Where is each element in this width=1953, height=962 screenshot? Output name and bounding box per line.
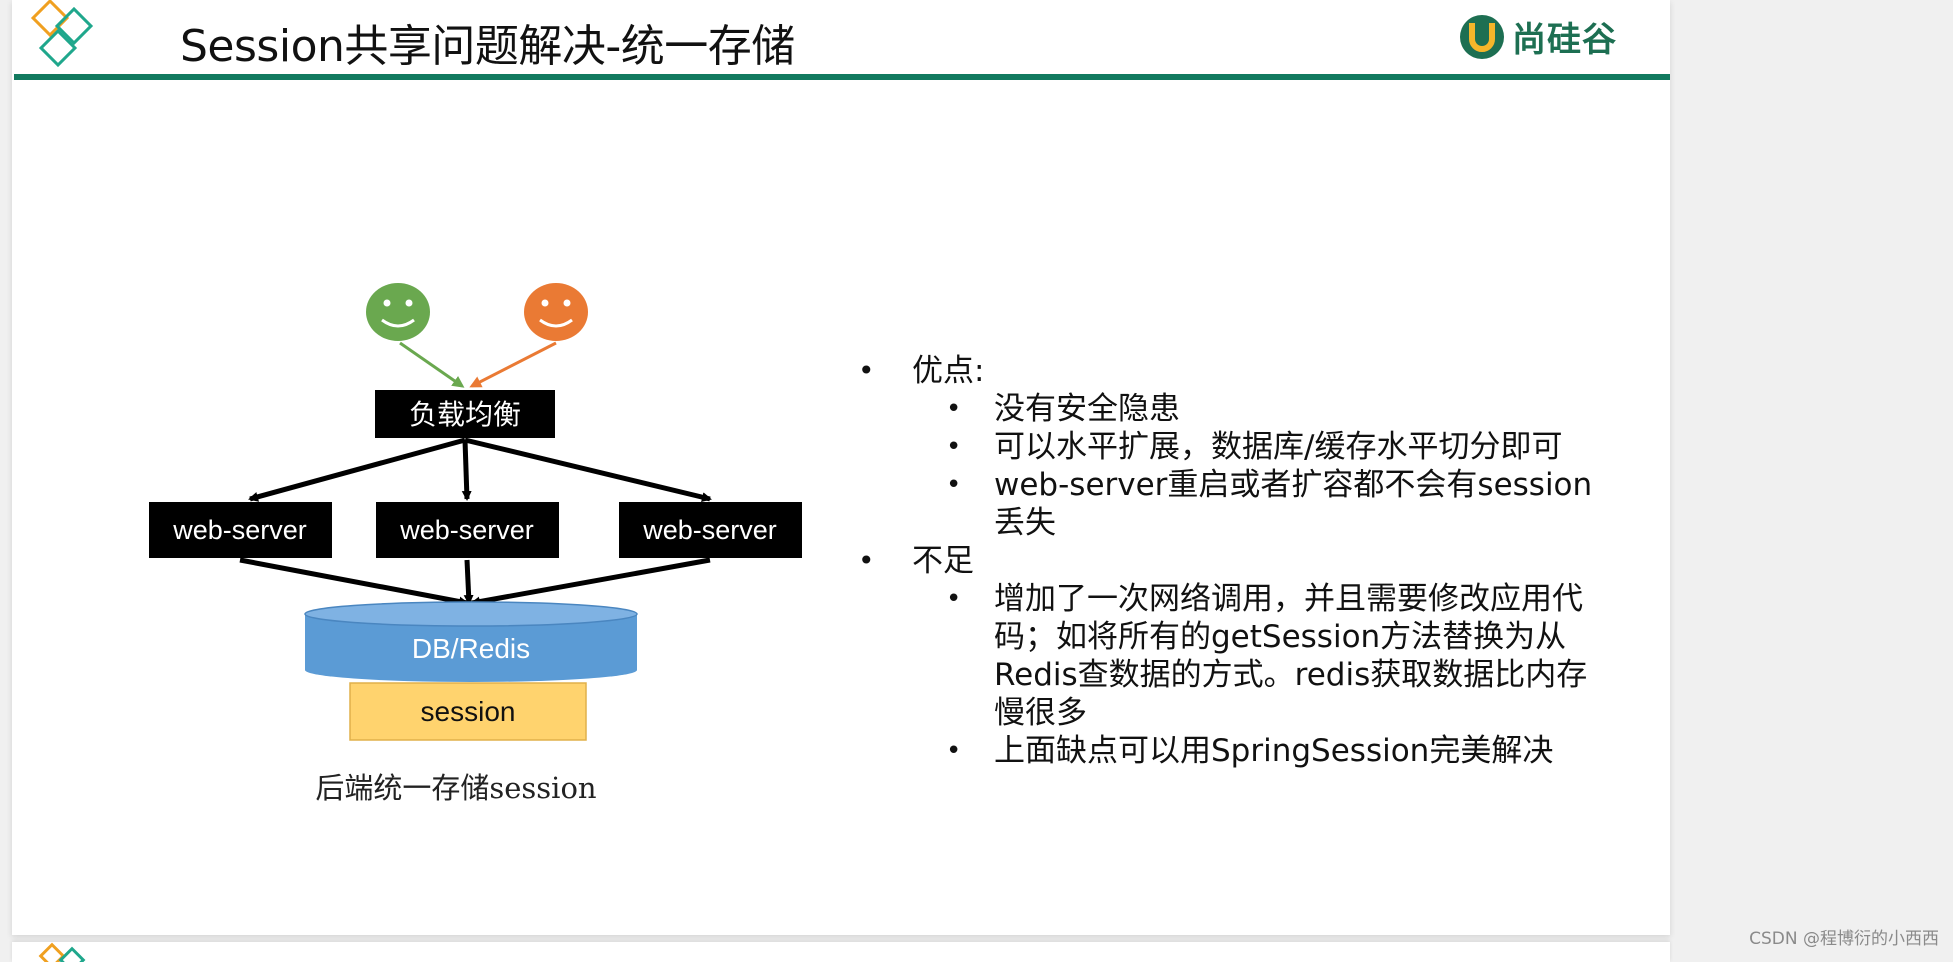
arrow-user-green-to-lb — [399, 341, 465, 388]
pros-item: 没有安全隐患 — [858, 390, 1598, 428]
diagram-caption: 后端统一存储session — [315, 771, 596, 805]
web-server-box-2: web-server — [376, 502, 559, 558]
pros-heading: 优点: — [858, 352, 1598, 390]
architecture-diagram: 负载均衡 web-server web-server web-server DB… — [149, 283, 802, 805]
next-slide-edge — [12, 942, 1670, 962]
load-balancer-box: 负载均衡 — [375, 390, 555, 438]
brand-name: 尚硅谷 — [1512, 20, 1617, 60]
brand-logo: 尚硅谷 — [1458, 12, 1617, 61]
web-server-label: web-server — [642, 515, 777, 545]
arrow-server-2-to-db — [463, 559, 474, 605]
web-server-label: web-server — [399, 515, 534, 545]
brand-u-icon — [1460, 14, 1504, 59]
arrow-lb-to-server-1 — [248, 437, 466, 502]
slide-title: Session共享问题解决-统一存储 — [180, 21, 795, 72]
arrow-user-orange-to-lb — [469, 341, 557, 388]
web-server-box-1: web-server — [149, 502, 332, 558]
web-server-label: web-server — [172, 515, 307, 545]
user-smiley-orange-icon — [524, 283, 588, 341]
csdn-watermark: CSDN @程博衍的小西西 — [1749, 929, 1939, 949]
pros-item: web-server重启或者扩容都不会有session丢失 — [858, 466, 1598, 542]
corner-diamond-logo — [30, 0, 94, 68]
bullet-list: 优点: 没有安全隐患 可以水平扩展，数据库/缓存水平切分即可 web-serve… — [858, 352, 1598, 770]
slide: Session共享问题解决-统一存储 尚硅谷 — [12, 0, 1670, 935]
cons-item: 上面缺点可以用SpringSession完美解决 — [858, 732, 1598, 770]
pros-item: 可以水平扩展，数据库/缓存水平切分即可 — [858, 428, 1598, 466]
user-smiley-green-icon — [366, 283, 430, 341]
arrow-lb-to-server-2 — [461, 439, 472, 501]
corner-diamond-logo — [38, 942, 86, 962]
web-server-box-3: web-server — [619, 502, 802, 558]
arrow-server-3-to-db — [470, 557, 711, 607]
session-box: session — [349, 682, 587, 741]
database-label: DB/Redis — [412, 633, 530, 664]
arrow-server-1-to-db — [239, 557, 469, 607]
load-balancer-label: 负载均衡 — [409, 398, 521, 431]
database-cylinder: DB/Redis — [304, 601, 638, 682]
arrow-lb-to-server-3 — [464, 437, 712, 502]
header-rule — [14, 74, 1670, 80]
session-label: session — [421, 696, 516, 727]
cons-heading: 不足 — [858, 542, 1598, 580]
cons-item: 增加了一次网络调用，并且需要修改应用代码；如将所有的getSession方法替换… — [858, 580, 1598, 732]
